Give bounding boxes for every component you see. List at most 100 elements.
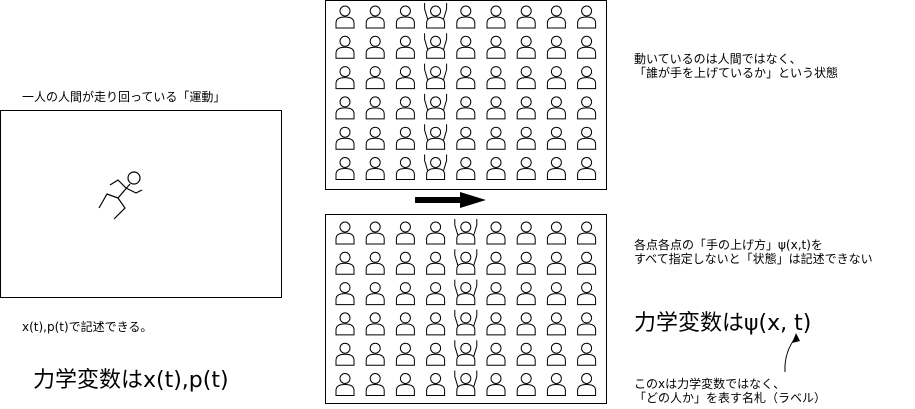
person-icon — [486, 35, 506, 59]
person-icon — [577, 312, 597, 336]
label-note-line1: このxは力学変数ではなく、 — [634, 377, 786, 391]
person-icon — [365, 5, 385, 29]
person-icon — [365, 373, 385, 396]
person-icon — [454, 370, 478, 396]
person-icon — [546, 342, 566, 366]
left-caption: 一人の人間が走り回っている「運動」 — [22, 90, 226, 104]
person-icon — [546, 373, 566, 396]
person-icon — [365, 221, 385, 245]
person-icon — [365, 157, 385, 180]
person-icon — [577, 126, 597, 150]
person-icon — [424, 154, 448, 180]
person-icon — [335, 96, 355, 120]
right-arrow-icon — [415, 192, 486, 208]
person-icon — [486, 221, 506, 245]
person-icon — [395, 221, 415, 245]
person-icon — [335, 312, 355, 336]
left-variables: 力学変数はx(t),p(t) — [33, 368, 229, 393]
person-icon — [335, 221, 355, 245]
person-icon — [516, 373, 536, 396]
person-icon — [516, 96, 536, 120]
person-icon — [516, 221, 536, 245]
person-icon — [546, 96, 566, 120]
person-icon — [335, 5, 355, 29]
person-icon — [577, 35, 597, 59]
person-icon — [546, 312, 566, 336]
person-icon — [426, 251, 446, 275]
person-icon — [395, 35, 415, 59]
person-icon — [516, 282, 536, 306]
left-note: x(t),p(t)で記述できる。 — [22, 320, 153, 334]
person-icon — [454, 279, 478, 306]
person-icon — [546, 251, 566, 275]
label-pointer-head — [792, 333, 800, 343]
person-icon — [335, 35, 355, 59]
person-icon — [486, 126, 506, 150]
bottom-note-line1: 各点各点の「手の上げ方」ψ(x,t)を — [634, 238, 823, 252]
person-icon — [395, 251, 415, 275]
person-icon — [454, 219, 478, 245]
person-icon — [335, 66, 355, 90]
person-icon — [546, 35, 566, 59]
bottom-note-line2: すべて指定しないと「状態」は記述できない — [634, 252, 873, 266]
person-icon — [395, 312, 415, 336]
person-icon — [486, 312, 506, 336]
person-icon — [395, 126, 415, 150]
running-person-icon — [98, 171, 143, 220]
person-icon — [546, 221, 566, 245]
person-icon — [365, 35, 385, 59]
person-icon — [546, 5, 566, 29]
person-icon — [486, 66, 506, 90]
person-icon — [335, 342, 355, 366]
person-icon — [516, 312, 536, 336]
person-icon — [365, 66, 385, 90]
person-icon — [486, 157, 506, 180]
person-icon — [516, 35, 536, 59]
person-icon — [365, 312, 385, 336]
person-icon — [365, 342, 385, 366]
person-icon — [577, 221, 597, 245]
person-icon — [426, 373, 446, 396]
person-icon — [486, 342, 506, 366]
person-icon — [456, 66, 476, 90]
label-note-line2: 「どの人か」を表す名札（ラベル） — [634, 391, 827, 405]
person-icon — [335, 126, 355, 150]
person-icon — [577, 251, 597, 275]
person-icon — [516, 5, 536, 29]
person-icon — [456, 126, 476, 150]
person-icon — [577, 66, 597, 90]
person-icon — [486, 96, 506, 120]
person-icon — [577, 342, 597, 366]
person-icon — [577, 5, 597, 29]
right-variables: 力学変数はψ(x, t) — [634, 311, 812, 336]
person-icon — [577, 157, 597, 180]
person-icon — [426, 312, 446, 336]
person-icon — [516, 157, 536, 180]
person-icon — [395, 5, 415, 29]
person-icon — [426, 282, 446, 306]
person-icon — [577, 282, 597, 306]
person-icon — [335, 282, 355, 306]
person-icon — [577, 96, 597, 120]
person-icon — [395, 342, 415, 366]
person-icon — [424, 63, 448, 90]
person-icon — [424, 124, 448, 150]
person-icon — [395, 157, 415, 180]
person-icon — [365, 126, 385, 150]
crowd-frame-bottom — [325, 214, 607, 404]
top-note-line2: 「誰が手を上げているか」という状態 — [634, 66, 839, 80]
person-icon — [546, 157, 566, 180]
person-icon — [426, 342, 446, 366]
person-icon — [454, 309, 478, 336]
person-icon — [395, 282, 415, 306]
person-icon — [546, 282, 566, 306]
person-icon — [577, 373, 597, 396]
person-icon — [546, 66, 566, 90]
person-icon — [395, 66, 415, 90]
person-icon — [516, 126, 536, 150]
person-icon — [486, 282, 506, 306]
person-icon — [454, 249, 478, 275]
person-icon — [516, 66, 536, 90]
person-icon — [456, 5, 476, 29]
